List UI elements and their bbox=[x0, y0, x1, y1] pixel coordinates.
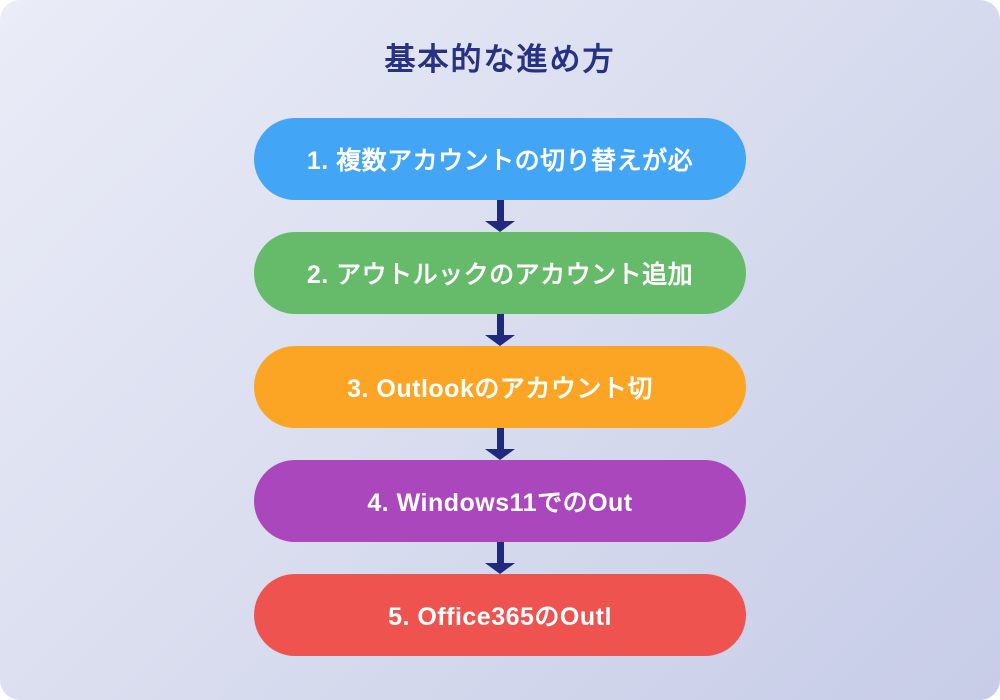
down-arrow-shaft bbox=[496, 428, 504, 449]
flow-step-4: 4. Windows11でのOut bbox=[254, 460, 746, 542]
flow-step-3-label: 3. Outlookのアカウント切 bbox=[347, 375, 653, 403]
flow-step-5-label: 5. Office365のOutl bbox=[388, 603, 612, 631]
down-arrow-icon bbox=[485, 314, 515, 346]
flow-chart: 1. 複数アカウントの切り替えが必 2. アウトルックのアカウント追加 3. O… bbox=[0, 118, 1000, 656]
down-arrow-head bbox=[485, 221, 515, 232]
down-arrow-head bbox=[485, 449, 515, 460]
down-arrow-icon bbox=[485, 542, 515, 574]
flow-step-5: 5. Office365のOutl bbox=[254, 574, 746, 656]
down-arrow-shaft bbox=[496, 314, 504, 335]
flow-step-2-label: 2. アウトルックのアカウント追加 bbox=[306, 261, 694, 289]
down-arrow-shaft bbox=[496, 200, 504, 221]
down-arrow-head bbox=[485, 335, 515, 346]
page-title: 基本的な進め方 bbox=[384, 42, 616, 77]
down-arrow-icon bbox=[485, 200, 515, 232]
down-arrow-shaft bbox=[496, 542, 504, 563]
flow-step-3: 3. Outlookのアカウント切 bbox=[254, 346, 746, 428]
flow-step-2: 2. アウトルックのアカウント追加 bbox=[254, 232, 746, 314]
down-arrow-icon bbox=[485, 428, 515, 460]
down-arrow-head bbox=[485, 563, 515, 574]
flow-step-1: 1. 複数アカウントの切り替えが必 bbox=[254, 118, 746, 200]
flow-step-4-label: 4. Windows11でのOut bbox=[367, 489, 633, 517]
flow-step-1-label: 1. 複数アカウントの切り替えが必 bbox=[306, 147, 694, 175]
